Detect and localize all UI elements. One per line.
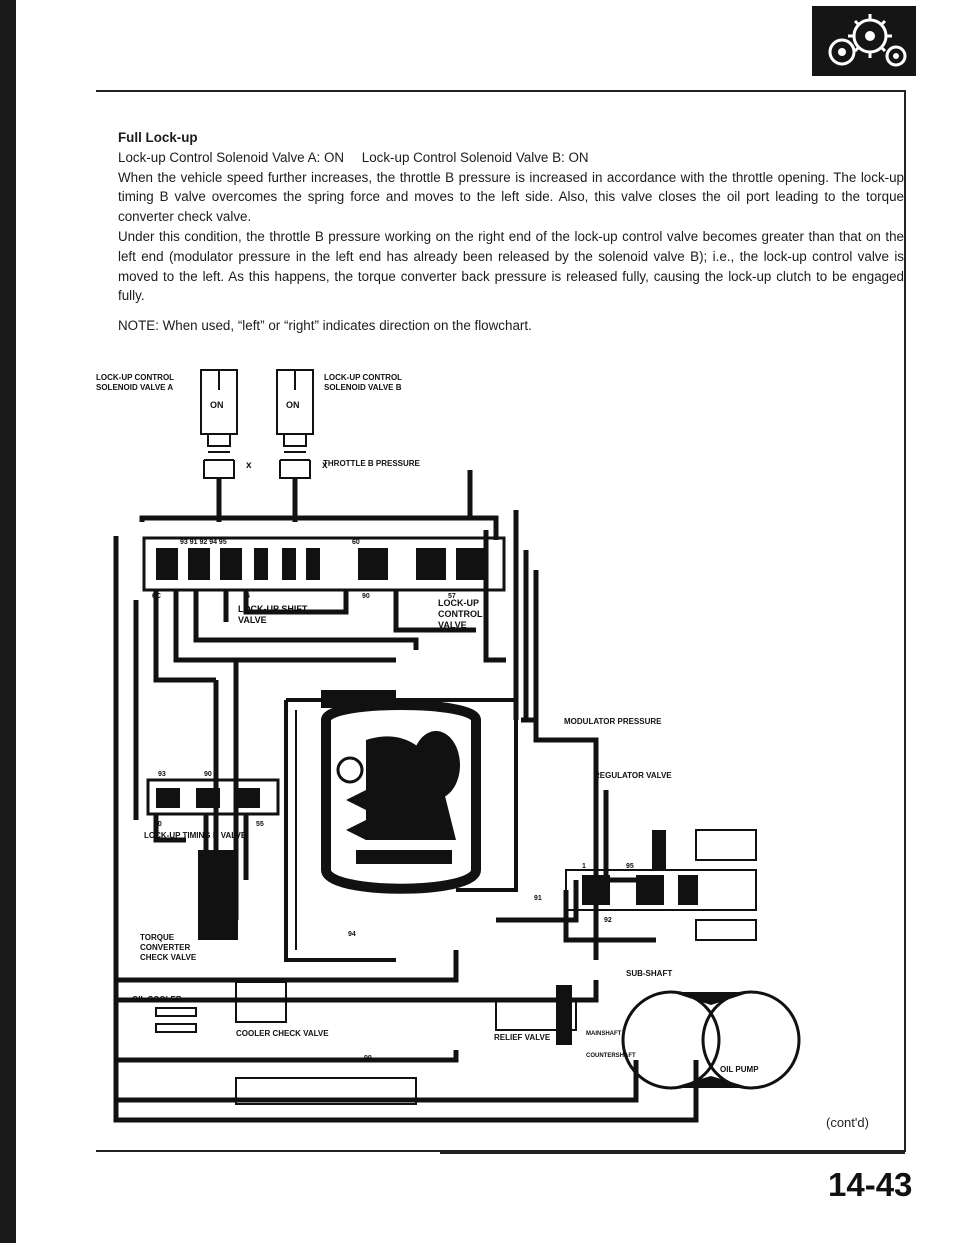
port-55: 55 xyxy=(256,821,264,828)
lockup-control-valve-label-1: LOCK-UP xyxy=(438,598,479,608)
countershaft-label: COUNTERSHAFT xyxy=(586,1053,636,1059)
solenoid-a-state: Lock-up Control Solenoid Valve A: ON xyxy=(118,149,345,165)
lockup-shift-valve-label-1: LOCK-UP SHIFT xyxy=(238,604,308,614)
oil-cooler-label: OIL COOLER xyxy=(132,995,182,1004)
port-90-lower: 90 xyxy=(204,771,212,778)
lockup-timing-b-valve-label: LOCK-UP TIMING B VALVE xyxy=(144,831,247,840)
solenoid-b-label-1: LOCK-UP CONTROL xyxy=(324,373,402,382)
solenoid-b-exhaust: x xyxy=(322,460,328,471)
bottom-rule xyxy=(440,1151,905,1154)
port-92: 92 xyxy=(604,917,612,924)
port-6: 6 xyxy=(246,593,250,600)
section-title: Full Lock-up xyxy=(118,130,198,145)
port-91: 91 xyxy=(534,895,542,902)
port-90-upper: 90 xyxy=(362,593,370,600)
modulator-pressure-label: MODULATOR PRESSURE xyxy=(564,717,662,726)
transmission-gear-icon xyxy=(812,6,916,76)
solenoid-a-label-2: SOLENOID VALVE A xyxy=(96,383,173,392)
throttle-b-pressure-label: THROTTLE B PRESSURE xyxy=(323,459,421,468)
solenoid-a-label-1: LOCK-UP CONTROL xyxy=(96,373,174,382)
port-1: 1 xyxy=(582,863,586,870)
solenoid-state-line: Lock-up Control Solenoid Valve A: ON Loc… xyxy=(118,148,904,168)
port-80: 80 xyxy=(154,821,162,828)
lockup-control-valve-label-3: VALVE xyxy=(438,620,467,630)
lockup-shift-valve-label-2: VALVE xyxy=(238,615,267,625)
solenoid-b-on: ON xyxy=(286,400,300,410)
note: NOTE: When used, “left” or “right” indic… xyxy=(118,318,532,334)
port-57: 57 xyxy=(448,593,456,600)
port-6c: 6C xyxy=(152,593,161,600)
description-text: Full Lock-up Lock-up Control Solenoid Va… xyxy=(118,128,904,336)
lockup-control-valve-label-2: CONTROL xyxy=(438,609,483,619)
port-94: 94 xyxy=(348,931,356,938)
solenoid-a-exhaust: x xyxy=(246,460,252,471)
left-binding-bar xyxy=(0,0,16,1243)
paragraph-1: When the vehicle speed further increases… xyxy=(118,169,904,225)
mainshaft-label: MAINSHAFT xyxy=(586,1031,622,1037)
relief-valve-label: RELIEF VALVE xyxy=(494,1033,551,1042)
port-95: 95 xyxy=(626,863,634,870)
continued-note: (cont'd) xyxy=(826,1115,869,1130)
tc-check-valve-label-2: CONVERTER xyxy=(140,943,190,952)
paragraph-2: Under this condition, the throttle B pre… xyxy=(118,228,904,304)
solenoid-a-on: ON xyxy=(210,400,224,410)
hydraulic-flowchart: LOCK-UP CONTROL SOLENOID VALVE A LOCK-UP… xyxy=(96,369,801,1123)
solenoid-b-state: Lock-up Control Solenoid Valve B: ON xyxy=(361,149,589,165)
solenoid-b-label-2: SOLENOID VALVE B xyxy=(324,383,402,392)
f1-label: F₁ xyxy=(418,749,430,761)
page-number: 14-43 xyxy=(828,1166,913,1203)
port-99: 99 xyxy=(364,1055,372,1062)
regulator-valve-label: REGULATOR VALVE xyxy=(594,771,672,780)
cooler-check-valve-label: COOLER CHECK VALVE xyxy=(236,1029,329,1038)
sub-shaft-label: SUB-SHAFT xyxy=(626,969,672,978)
tc-check-valve-label-3: CHECK VALVE xyxy=(140,953,197,962)
shift-valve-port-numbers: 93 91 92 94 95 xyxy=(180,539,227,546)
port-93: 93 xyxy=(158,771,166,778)
port-60: 60 xyxy=(352,539,360,546)
tc-check-valve-label-1: TORQUE xyxy=(140,933,175,942)
oil-pump-label: OIL PUMP xyxy=(720,1065,759,1074)
